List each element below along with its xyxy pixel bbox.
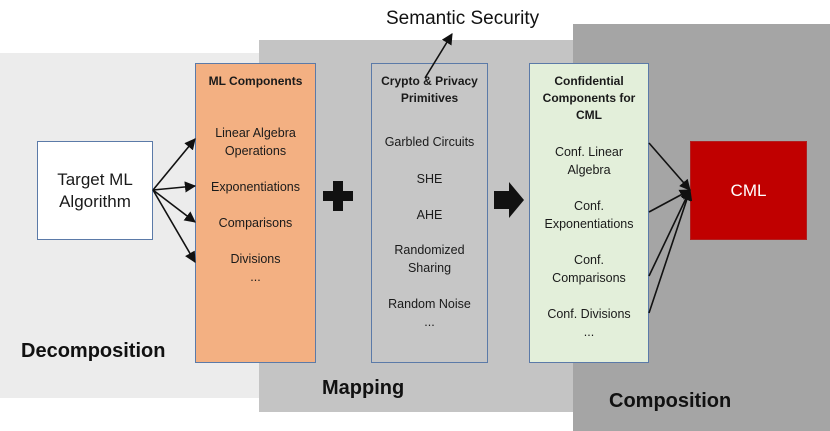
plus-icon <box>323 181 353 211</box>
crypto-item-garbled-circuits: Garbled Circuits <box>384 135 475 149</box>
conf-item-linear: Conf. Linear <box>554 145 624 159</box>
target-ml-algorithm-box: Target ML Algorithm <box>37 141 153 240</box>
cml-label: CML <box>730 180 767 200</box>
semantic-security-label: Semantic Security <box>386 8 540 29</box>
crypto-item-she: SHE <box>416 172 443 186</box>
conf-item-conf-exp: Conf. <box>574 199 604 213</box>
conf-item-comparisons: Comparisons <box>552 271 626 285</box>
crypto-title: Crypto & Privacy Primitives <box>372 73 487 107</box>
crypto-title-line-2: Primitives <box>400 91 459 105</box>
conf-item-algebra: Algebra <box>567 163 611 177</box>
ml-item-operations: Operations <box>224 144 287 158</box>
conf-title-line-2: Components for <box>542 91 636 105</box>
conf-item-divisions: Conf. Divisions <box>547 307 631 321</box>
ml-item-divisions: Divisions <box>230 252 281 266</box>
decomposition-label: Decomposition <box>21 340 166 362</box>
conf-item-ellipsis: ... <box>583 325 595 339</box>
conf-item-exponentiations: Exponentiations <box>544 217 634 231</box>
crypto-item-ellipsis: ... <box>424 315 435 329</box>
conf-item-conf-comp: Conf. <box>574 253 604 267</box>
mapping-label: Mapping <box>322 377 405 399</box>
crypto-title-line-1: Crypto & Privacy <box>381 74 478 88</box>
ml-components-title: ML Components <box>208 74 303 88</box>
ml-item-exponentiations: Exponentiations <box>211 180 300 194</box>
crypto-item-randomized: Randomized <box>394 243 465 257</box>
ml-components-box: ML Components Linear Algebra Operations … <box>195 63 316 363</box>
conf-title-line-1: Confidential <box>554 74 624 88</box>
crypto-primitives-box: Crypto & Privacy Primitives Garbled Circ… <box>371 63 488 363</box>
right-arrow-icon <box>494 182 524 218</box>
ml-item-linear-algebra: Linear Algebra <box>215 126 296 140</box>
ml-item-comparisons: Comparisons <box>218 216 293 230</box>
composition-label: Composition <box>609 390 732 412</box>
crypto-item-ahe: AHE <box>416 208 443 222</box>
ml-item-ellipsis: ... <box>250 270 261 284</box>
target-line-2: Algorithm <box>59 191 131 211</box>
fan-out-arrows <box>152 138 197 263</box>
cml-box: CML <box>690 141 807 240</box>
converge-arrows <box>648 142 693 314</box>
target-line-1: Target ML <box>57 169 133 189</box>
conf-title: Confidential Components for CML <box>530 73 648 124</box>
crypto-item-random-noise: Random Noise <box>388 297 471 311</box>
semantic-security-arrow <box>424 33 453 79</box>
confidential-components-box: Confidential Components for CML Conf. Li… <box>529 63 649 363</box>
conf-title-line-3: CML <box>576 108 602 122</box>
crypto-item-sharing: Sharing <box>407 261 452 275</box>
